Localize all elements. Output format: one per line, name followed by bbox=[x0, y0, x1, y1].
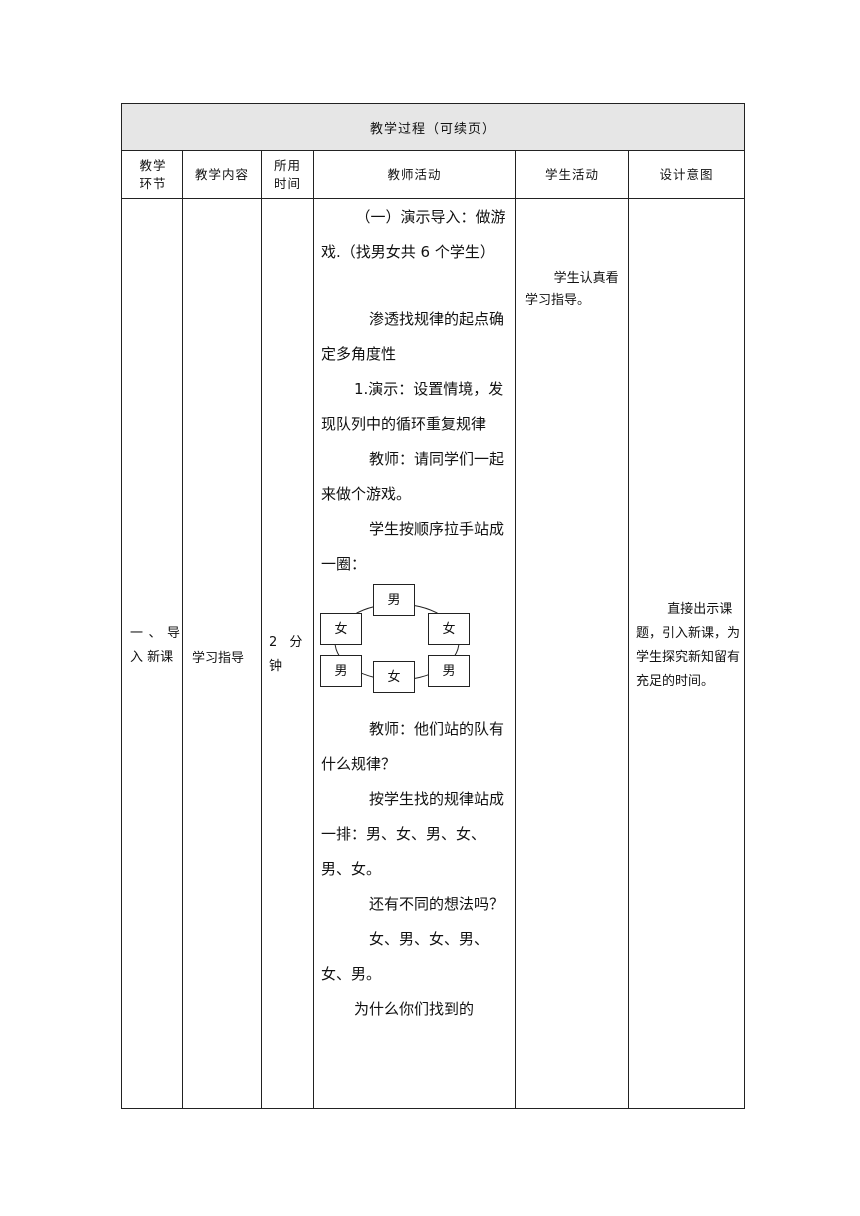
teacher-para-10: 为什么你们找到的 bbox=[354, 1000, 475, 1018]
spacer bbox=[321, 270, 511, 302]
cell-intent: 直接出示课题，引入新课，为学生探究新知留有充足的时间。 bbox=[636, 602, 741, 689]
diagram-box-right-lower: 男 bbox=[428, 655, 470, 687]
cell-section: 一、导入 新课 bbox=[130, 626, 180, 665]
diagram-box-left-upper: 女 bbox=[320, 613, 362, 645]
diagram-box-bottom: 女 bbox=[373, 661, 415, 693]
col-divider-4 bbox=[515, 151, 516, 1108]
teacher-para-7: 按学生找的规律站成一排：男、女、男、女、男、女。 bbox=[321, 790, 505, 878]
col-divider-3 bbox=[313, 151, 314, 1108]
cell-content: 学习指导 bbox=[192, 651, 245, 666]
diagram-box-top: 男 bbox=[373, 584, 415, 616]
teacher-para-6: 教师：他们站的队有什么规律？ bbox=[321, 720, 505, 773]
header-divider bbox=[122, 198, 744, 199]
teacher-para-2: 渗透找规律的起点确定多角度性 bbox=[321, 310, 505, 363]
cell-time: 2 分钟 bbox=[269, 635, 303, 674]
teacher-para-3: 1.演示：设置情境，发现队列中的循环重复规律 bbox=[321, 380, 504, 433]
col-divider-1 bbox=[182, 151, 183, 1108]
teacher-para-4: 教师：请同学们一起来做个游戏。 bbox=[321, 450, 505, 503]
teacher-para-1: （一）演示导入：做游戏.（找男女共 6 个学生） bbox=[321, 208, 506, 261]
col-divider-5 bbox=[628, 151, 629, 1108]
circle-diagram: 男 女 女 男 女 男 bbox=[320, 584, 476, 696]
header-intent: 设计意图 bbox=[659, 167, 714, 182]
header-content: 教学内容 bbox=[194, 167, 249, 182]
cell-student: 学生认真看学习指导。 bbox=[525, 271, 619, 308]
lesson-process-table: 教学过程（可续页） 教学 环节 教学内容 所用 时间 教师活动 学生活动 设计意… bbox=[121, 103, 745, 1109]
teacher-para-9: 女、男、女、男、女、男。 bbox=[321, 930, 490, 983]
teacher-para-8: 还有不同的想法吗？ bbox=[369, 895, 505, 913]
table-title: 教学过程（可续页） bbox=[122, 104, 744, 151]
teacher-para-5: 学生按顺序拉手站成一圈： bbox=[321, 520, 505, 573]
header-time: 所用 时间 bbox=[273, 158, 301, 191]
header-section: 教学 环节 bbox=[139, 158, 167, 191]
header-teacher: 教师活动 bbox=[387, 167, 442, 182]
cell-teacher: （一）演示导入：做游戏.（找男女共 6 个学生） 渗透找规律的起点确定多角度性 … bbox=[320, 200, 511, 1027]
diagram-box-left-lower: 男 bbox=[320, 655, 362, 687]
header-student: 学生活动 bbox=[544, 167, 599, 182]
diagram-box-right-upper: 女 bbox=[428, 613, 470, 645]
col-divider-2 bbox=[261, 151, 262, 1108]
